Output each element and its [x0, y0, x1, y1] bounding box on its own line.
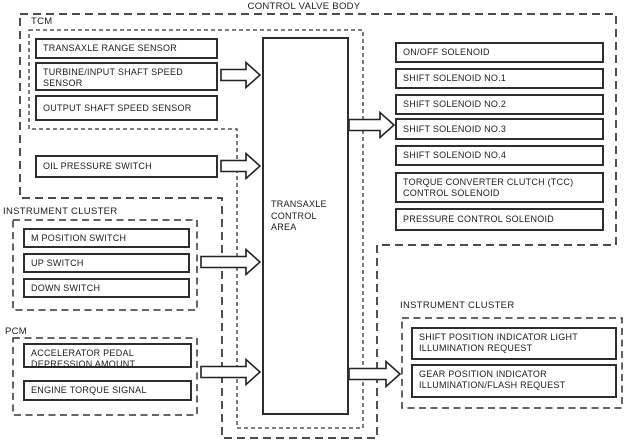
box-shift-solenoid-no1: SHIFT SOLENOID NO.1 [395, 68, 604, 89]
tcm-label: TCM [31, 16, 53, 27]
arrow-cluster-switches-to-control-area [200, 247, 262, 277]
box-oil-pressure-switch: OIL PRESSURE SWITCH [35, 155, 218, 178]
arrow-control-area-to-solenoids [348, 110, 396, 140]
box-transaxle-range-sensor: TRANSAXLE RANGE SENSOR [35, 38, 218, 59]
arrow-pcm-to-control-area [200, 357, 262, 387]
arrow-oil-pressure-to-control-area [220, 151, 262, 181]
box-output-shaft-speed-sensor: OUTPUT SHAFT SPEED SENSOR [35, 95, 218, 121]
arrow-control-area-to-cluster [348, 359, 402, 389]
box-up-switch: UP SWITCH [23, 253, 190, 273]
box-m-position-switch: M POSITION SWITCH [23, 228, 190, 248]
arrow-sensors-to-control-area [220, 60, 262, 90]
pcm-label: PCM [5, 326, 28, 337]
control-valve-body-label: CONTROL VALVE BODY [247, 1, 361, 12]
box-shift-solenoid-no4: SHIFT SOLENOID NO.4 [395, 145, 604, 166]
box-accelerator-pedal-depression-amount: ACCELERATOR PEDAL DEPRESSION AMOUNT [23, 343, 192, 369]
instrument-cluster-inputs-outline [12, 219, 198, 311]
box-transaxle-control-area: TRANSAXLE CONTROL AREA [262, 37, 349, 415]
box-pressure-control-solenoid: PRESSURE CONTROL SOLENOID [395, 208, 604, 231]
pcm-outline [12, 337, 198, 416]
box-tcc-control-solenoid: TORQUE CONVERTER CLUTCH (TCC) CONTROL SO… [395, 172, 604, 203]
control-valve-body-outline [19, 13, 617, 439]
box-on-off-solenoid: ON/OFF SOLENOID [395, 42, 604, 63]
box-engine-torque-signal: ENGINE TORQUE SIGNAL [23, 380, 192, 401]
box-shift-solenoid-no3: SHIFT SOLENOID NO.3 [395, 118, 604, 140]
box-gear-position-indicator-request: GEAR POSITION INDICATOR ILLUMINATION/FLA… [411, 364, 617, 398]
instrument-cluster-outputs-label: INSTRUMENT CLUSTER [400, 300, 515, 311]
instrument-cluster-inputs-label: INSTRUMENT CLUSTER [3, 206, 118, 217]
box-turbine-input-shaft-speed-sensor: TURBINE/INPUT SHAFT SPEED SENSOR [35, 62, 218, 91]
box-shift-solenoid-no2: SHIFT SOLENOID NO.2 [395, 94, 604, 115]
box-shift-position-indicator-request: SHIFT POSITION INDICATOR LIGHT ILLUMINAT… [411, 327, 617, 360]
box-down-switch: DOWN SWITCH [23, 278, 190, 298]
tcm-outline [28, 29, 364, 429]
transaxle-control-area-text: TRANSAXLE CONTROL AREA [271, 199, 327, 232]
instrument-cluster-outputs-outline [401, 317, 623, 409]
